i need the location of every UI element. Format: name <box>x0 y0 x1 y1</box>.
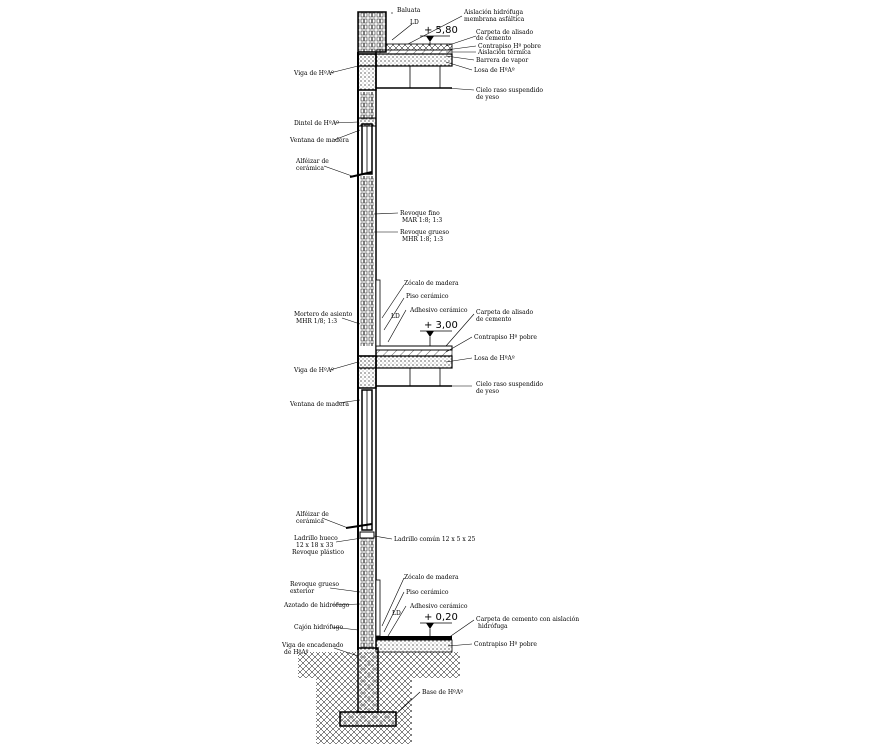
labels: Baluata LD Aislación hidrófuga membrana … <box>281 7 579 696</box>
label-ladrillo-hueco-2: 12 x 18 x 33 <box>296 542 333 549</box>
label-ladrillo-hueco: Ladrillo hueco <box>294 535 338 542</box>
footing <box>339 711 397 727</box>
brick-segment <box>360 536 374 648</box>
label-contrapiso-mid: Contrapiso Hº pobre <box>474 334 537 341</box>
label-barrera: Barrera de vapor <box>476 57 528 64</box>
label-mortero: Mortero de asiento <box>294 311 353 318</box>
label-viga: Viga de HºAº <box>293 70 334 77</box>
brick-segment <box>360 176 374 346</box>
label-revoque-fino-2: MAR 1:8; 1:3 <box>402 217 442 224</box>
label-ventana-2: Ventana de madera <box>289 401 349 408</box>
label-contrapiso: Contrapiso Hº pobre <box>478 43 541 50</box>
label-zocalo-low: Zócalo de madera <box>404 574 459 581</box>
label-alfeizar: Alféizar de <box>295 158 329 165</box>
soil <box>298 652 460 678</box>
label-aislacion-termica: Aislación térmica <box>477 49 531 56</box>
mid-slab <box>357 279 453 389</box>
ground-floor <box>298 579 460 744</box>
label-revoque-fino: Revoque fino <box>400 210 440 217</box>
label-alfeizar-b: Alféizar de <box>295 511 329 518</box>
label-carpeta-mid-2: de cemento <box>476 316 512 323</box>
label-mortero-2: MHR 1/8; 1:3 <box>296 318 337 325</box>
lintel <box>357 117 377 127</box>
label-ld-low: LD <box>392 610 401 617</box>
label-ld-mid: LD <box>391 313 400 320</box>
label-revoque-grueso-2: MHR 1:8; 1:3 <box>402 236 443 243</box>
sill <box>349 171 373 178</box>
label-revoque-grueso: Revoque grueso <box>400 229 449 236</box>
label-balusta: Baluata <box>397 7 421 14</box>
label-losa: Losa de HºAº <box>474 67 515 74</box>
level-mid: + 3,00 <box>424 320 458 331</box>
label-revoque-plastico: Revoque plástico <box>292 549 344 556</box>
label-carpeta-low: Carpeta de cemento con aislación <box>476 616 579 623</box>
label-alfeizar-b2: cerámica <box>296 518 324 525</box>
label-cielo: Cielo raso suspendido <box>476 87 543 94</box>
label-alfeizar-2: cerámica <box>296 165 324 172</box>
label-viga-encad-2: de HºAº <box>284 649 309 656</box>
label-dintel: Dintel de HºAº <box>294 120 339 127</box>
label-carpeta: Carpeta de alisado <box>476 29 534 36</box>
label-aislacion-2: membrana asfáltica <box>464 16 525 23</box>
label-piso-low: Piso cerámico <box>406 589 449 596</box>
label-ld: LD <box>410 19 419 26</box>
label-piso: Piso cerámico <box>406 293 449 300</box>
wall <box>345 11 387 650</box>
label-adhesivo: Adhesivo cerámico <box>409 307 468 314</box>
label-cajon: Cajón hidrófugo <box>294 624 343 631</box>
label-revoque-ext: Revoque grueso <box>290 581 339 588</box>
label-cielo-2: de yeso <box>476 94 499 101</box>
label-viga-mid: Viga de HºAº <box>293 367 334 374</box>
parapet <box>357 11 387 53</box>
label-ladrillo-comun: Ladrillo común 12 x 5 x 25 <box>394 536 476 543</box>
level-top: + 5,80 <box>424 25 458 36</box>
label-losa-mid: Losa de HºAº <box>474 355 515 362</box>
label-adhesivo-low: Adhesivo cerámico <box>409 603 468 610</box>
sill <box>345 523 373 529</box>
beam-mid <box>357 355 377 389</box>
label-carpeta-2: de cemento <box>476 35 512 42</box>
level-ground: + 0,20 <box>424 612 458 623</box>
label-zocalo: Zócalo de madera <box>404 280 459 287</box>
label-viga-encad: Viga de encadenado <box>281 642 344 649</box>
label-carpeta-low-2: hidrófuga <box>478 623 508 630</box>
leader-lines <box>321 12 477 717</box>
foundation-beam <box>357 647 379 713</box>
label-cielo-mid-2: de yeso <box>476 388 499 395</box>
label-azotado: Azotado de hidrófugo <box>283 602 350 609</box>
label-base: Base de HºAº <box>422 689 463 696</box>
brick-segment <box>360 92 374 120</box>
label-contrapiso-low: Contrapiso Hº pobre <box>474 641 537 648</box>
label-revoque-ext-2: exterior <box>290 588 314 595</box>
label-aislacion: Aislación hidrófuga <box>463 9 524 16</box>
label-cielo-mid: Cielo raso suspendido <box>476 381 543 388</box>
label-carpeta-mid: Carpeta de alisado <box>476 309 534 316</box>
beam-top <box>357 53 377 91</box>
label-ventana: Ventana de madera <box>289 137 349 144</box>
